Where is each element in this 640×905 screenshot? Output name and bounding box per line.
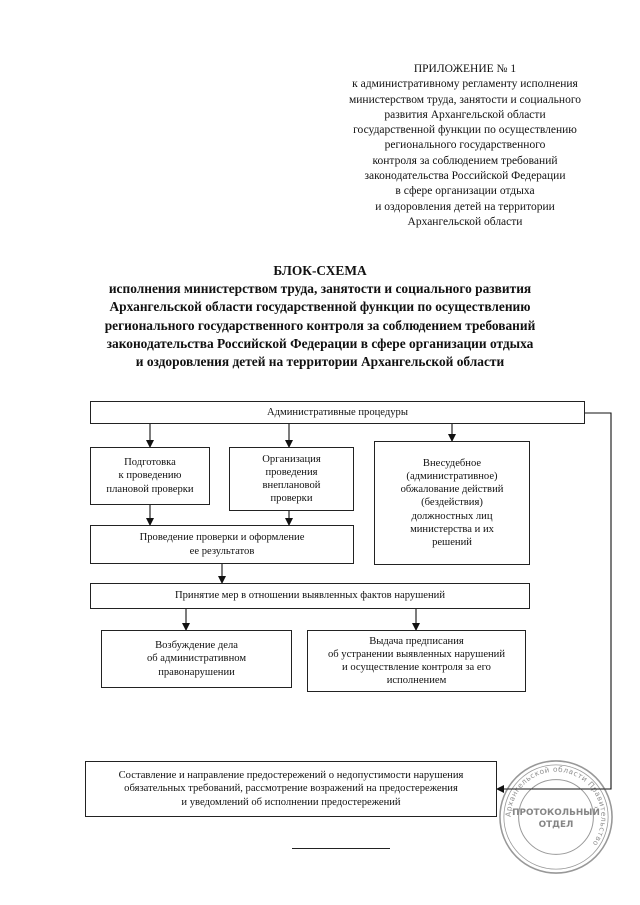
title-line: законодательства Российской Федерации в …: [106, 335, 534, 351]
box-label: Внесудебное: [422, 457, 482, 469]
box-label: об административном: [146, 653, 247, 665]
appendix-line: законодательства Российской Федерации: [364, 170, 566, 183]
box-label: Принятие мер в отношении выявленных факт…: [174, 590, 446, 602]
box-taking-measures: Принятие мер в отношении выявленных факт…: [90, 583, 530, 609]
box-label: исполнением: [386, 675, 447, 687]
box-label: и уведомлений об исполнении предостереже…: [181, 796, 401, 808]
box-label: Выдача предписания: [369, 635, 464, 647]
appendix-line: Архангельской области: [407, 215, 523, 228]
box-extrajudicial-appeal: Внесудебное (административное) обжалован…: [374, 441, 530, 565]
arrow-admin-to-warnings: [496, 412, 612, 793]
title-line: и оздоровления детей на территории Архан…: [135, 354, 505, 370]
box-label: Организация: [262, 453, 321, 465]
box-label: обжалование действий: [400, 484, 504, 496]
appendix-heading: ПРИЛОЖЕНИЕ № 1: [413, 63, 517, 75]
signature-line: [292, 848, 390, 849]
appendix-line: регионального государственного: [384, 139, 546, 152]
stamp-text-line-1: ПРОТОКОЛЬНЫЙ: [512, 806, 600, 818]
title-line: исполнения министерством труда, занятост…: [108, 281, 532, 297]
document-title: БЛОК-СХЕМА исполнения министерством труд…: [60, 262, 580, 371]
box-label: Подготовка: [124, 457, 176, 469]
appendix-line: в сфере организации отдыха: [395, 185, 535, 198]
box-label: обязательных требований, рассмотрение во…: [124, 783, 458, 795]
box-label: правонарушении: [158, 666, 235, 678]
appendix-line: и оздоровления детей на территории: [375, 200, 555, 213]
box-label: Составление и направление предостережени…: [118, 770, 464, 782]
box-conduct-inspection: Проведение проверки и оформление ее резу…: [90, 525, 354, 564]
title-line: регионального государственного контроля …: [104, 317, 536, 333]
official-stamp: Архангельской области Правительство ПРОТ…: [499, 760, 613, 874]
box-label: проведения: [265, 466, 318, 478]
box-issue-order: Выдача предписания об устранении выявлен…: [307, 630, 526, 692]
box-administrative-case: Возбуждение дела об административном пра…: [101, 630, 292, 688]
box-label: должностных лиц: [411, 510, 493, 522]
box-label: (административное): [406, 470, 498, 482]
appendix-line: развития Архангельской области: [384, 108, 546, 121]
appendix-line: к административному регламенту исполнени…: [352, 78, 578, 91]
svg-text:Архангельской области Правител: Архангельской области Правительство: [504, 765, 609, 848]
box-label: (бездействия): [421, 497, 483, 509]
box-label: плановой проверки: [106, 483, 194, 495]
box-label: ее результатов: [189, 545, 255, 557]
stamp-ring-text: Архангельской области Правительство: [504, 765, 608, 848]
appendix-line: государственной функции по осуществлению: [353, 124, 577, 137]
box-label: проверки: [270, 493, 313, 505]
stamp-text-line-2: ОТДЕЛ: [539, 820, 574, 830]
box-label: к проведению: [118, 470, 182, 482]
box-label: внеплановой: [262, 480, 321, 491]
title-heading: БЛОК-СХЕМА: [273, 263, 367, 278]
box-label: решений: [432, 537, 472, 548]
box-label: и осуществление контроля за его: [342, 662, 491, 673]
box-warnings: Составление и направление предостережени…: [85, 761, 497, 817]
box-label: министерства и их: [410, 523, 494, 535]
box-label: Проведение проверки и оформление: [139, 532, 305, 544]
box-label: об устранении выявленных нарушений: [327, 648, 506, 660]
appendix-block: ПРИЛОЖЕНИЕ № 1 к административному регла…: [330, 62, 600, 230]
box-label: Административные процедуры: [267, 406, 408, 418]
box-unplanned-inspection: Организация проведения внеплановой прове…: [229, 447, 354, 511]
box-planned-inspection: Подготовка к проведению плановой проверк…: [90, 447, 210, 505]
box-administrative-procedures: Административные процедуры: [90, 401, 585, 424]
appendix-line: контроля за соблюдением требований: [372, 154, 558, 167]
title-line: Архангельской области государственной фу…: [109, 299, 531, 315]
box-label: Возбуждение дела: [155, 640, 238, 652]
appendix-line: министерством труда, занятости и социаль…: [348, 93, 581, 106]
